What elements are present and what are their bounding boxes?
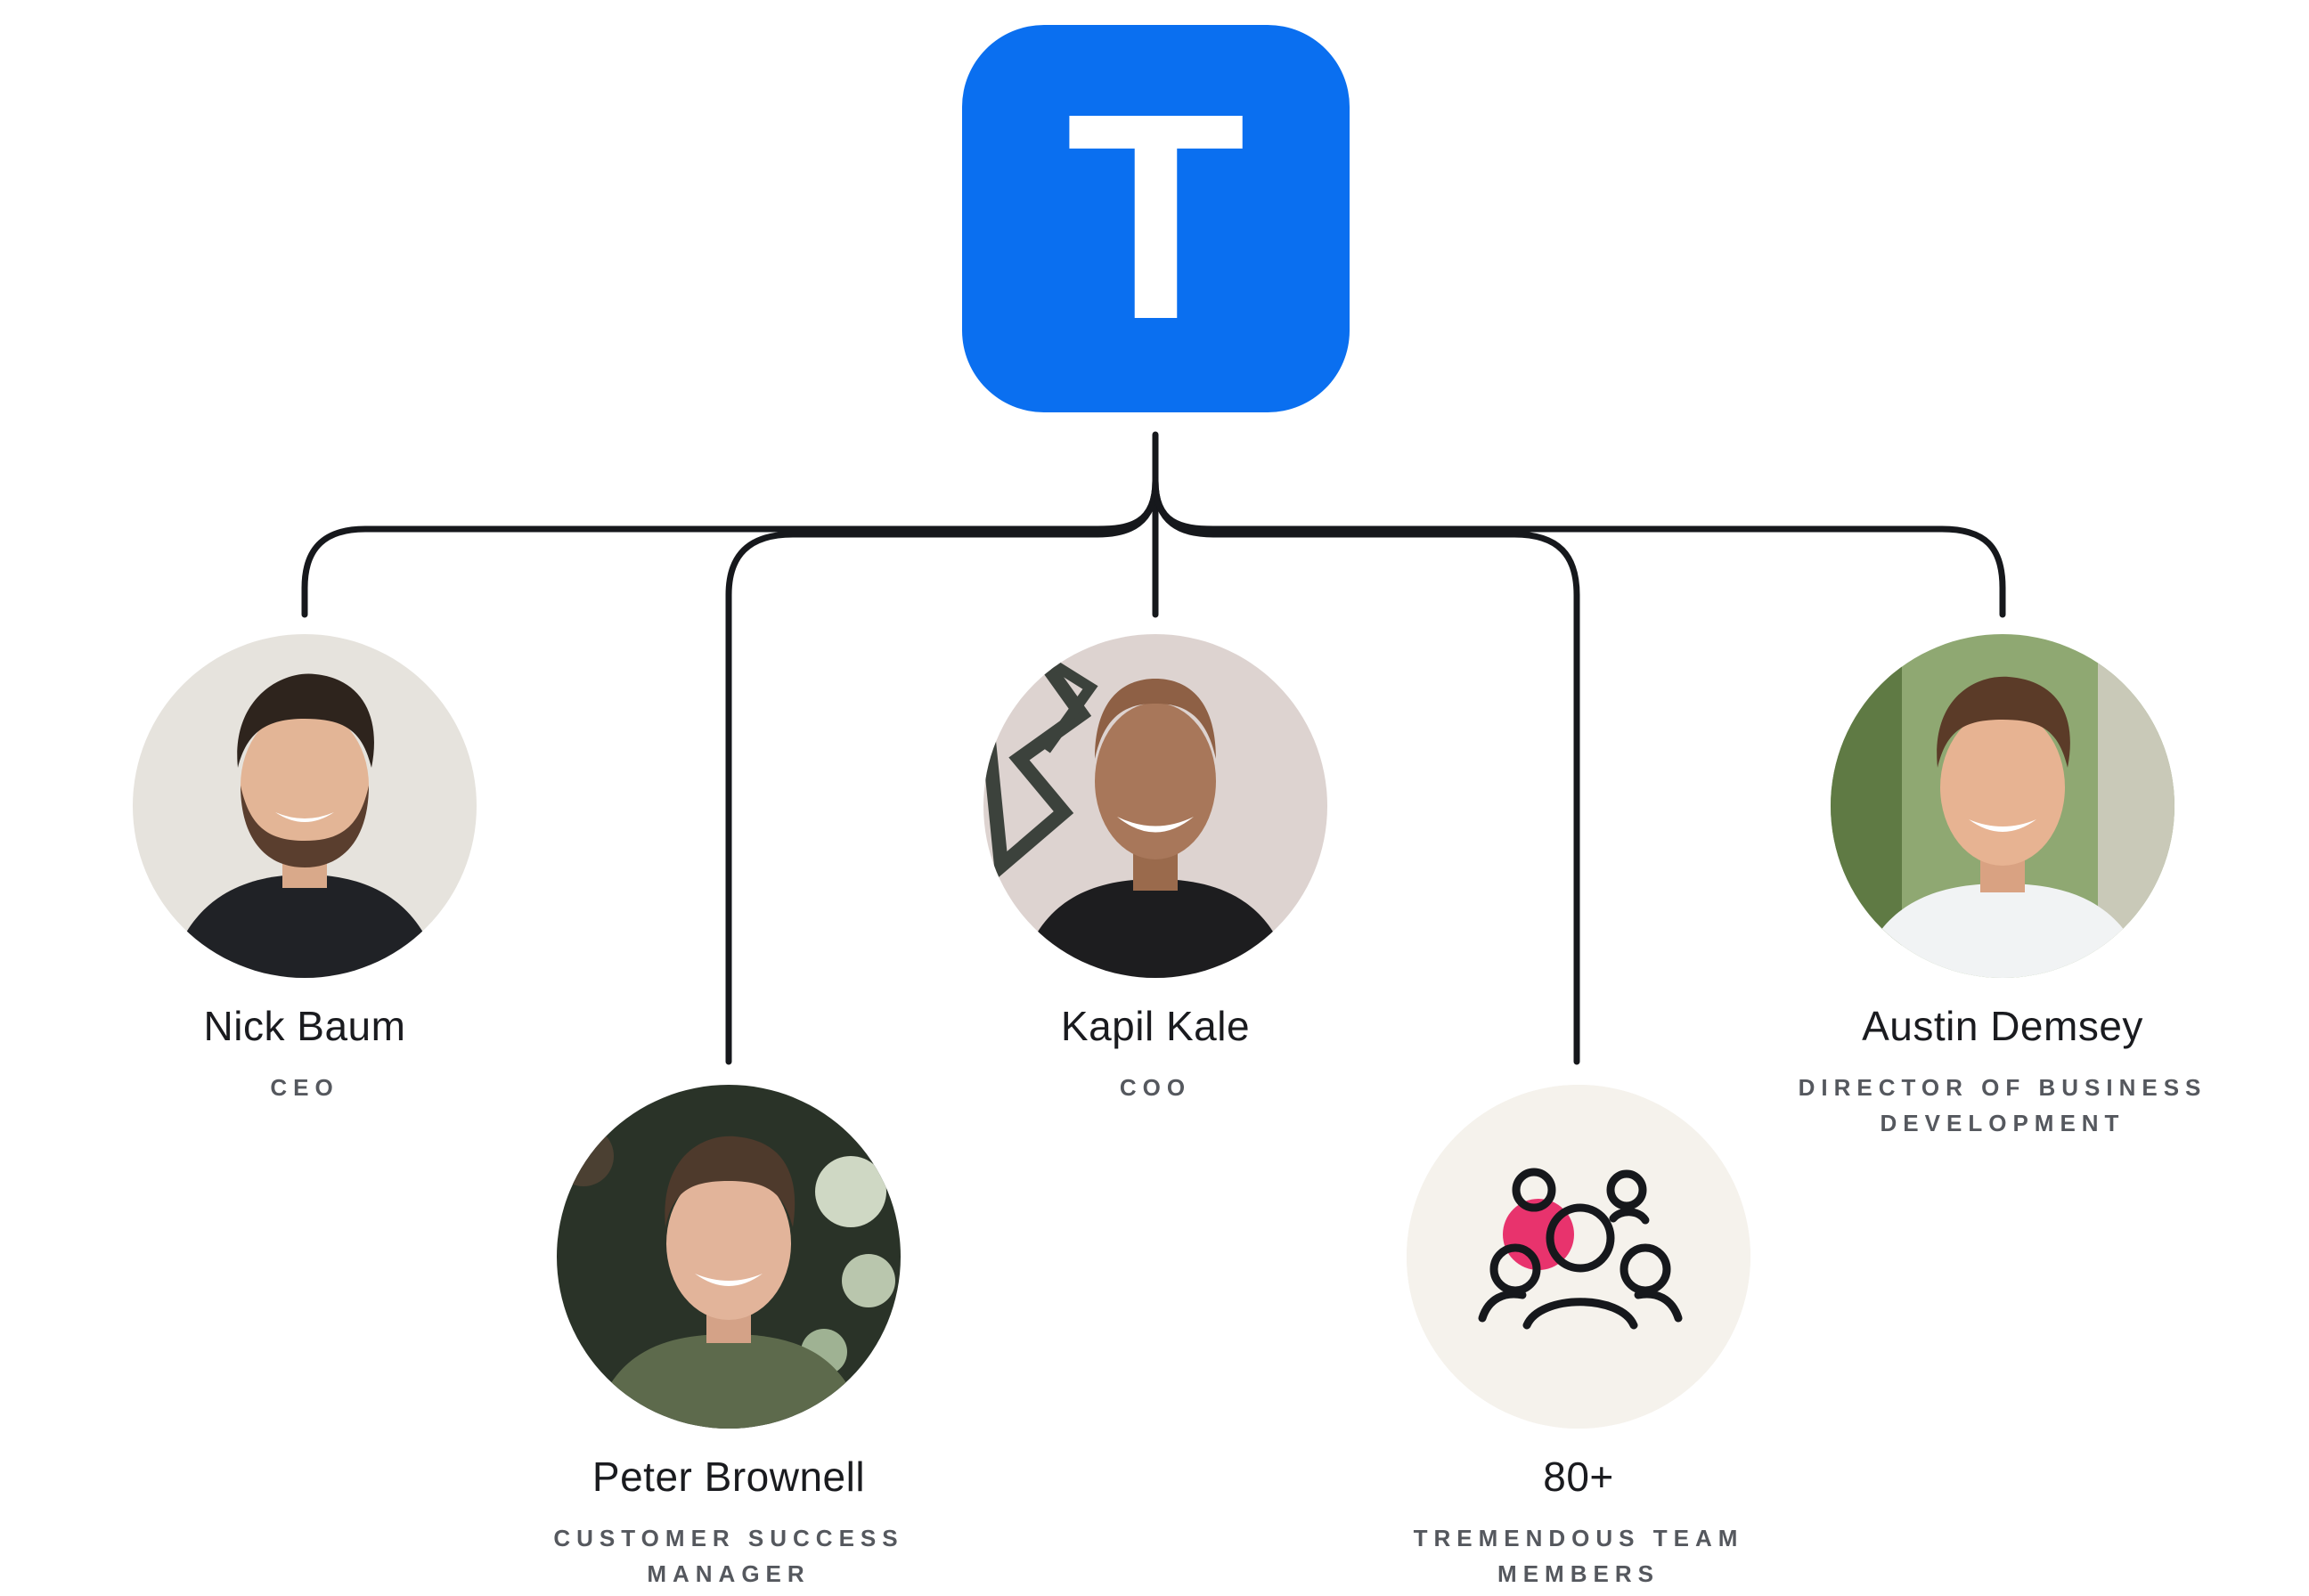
member-peter-brownell: Peter Brownell CUSTOMER SUCCESS MANAGER bbox=[497, 1085, 960, 1592]
member-role: TREMENDOUS TEAM MEMBERS bbox=[1413, 1524, 1744, 1587]
member-team: 80+ TREMENDOUS TEAM MEMBERS bbox=[1347, 1085, 1810, 1592]
avatar-nick-baum bbox=[133, 634, 477, 978]
member-name: Peter Brownell bbox=[592, 1454, 866, 1500]
portrait-photo-icon bbox=[133, 634, 477, 978]
member-kapil-kale: Kapil Kale COO bbox=[924, 634, 1387, 1105]
member-austin-demsey: Austin Demsey DIRECTOR OF BUSINESS DEVEL… bbox=[1771, 634, 2234, 1141]
portrait-photo-icon bbox=[557, 1085, 901, 1429]
avatar-kapil-kale bbox=[983, 634, 1327, 978]
member-name: Nick Baum bbox=[203, 1003, 406, 1049]
member-name: Austin Demsey bbox=[1862, 1003, 2143, 1049]
tremendous-logo: T bbox=[962, 25, 1350, 412]
avatar-team bbox=[1407, 1085, 1750, 1429]
avatar-austin-demsey bbox=[1831, 634, 2174, 978]
member-name: Kapil Kale bbox=[1060, 1003, 1251, 1049]
avatar-peter-brownell bbox=[557, 1085, 901, 1429]
member-role: DIRECTOR OF BUSINESS DEVELOPMENT bbox=[1798, 1073, 2207, 1136]
logo-letter: T bbox=[1065, 51, 1246, 380]
member-role: CEO bbox=[270, 1073, 339, 1101]
connector-austin-demsey bbox=[1152, 477, 2006, 618]
member-role: CUSTOMER SUCCESS MANAGER bbox=[553, 1524, 904, 1587]
connector-nick-baum bbox=[301, 477, 1159, 618]
member-name: 80+ bbox=[1543, 1454, 1614, 1500]
team-group-icon bbox=[1407, 1085, 1750, 1429]
member-nick-baum: Nick Baum CEO bbox=[73, 634, 536, 1105]
portrait-photo-icon bbox=[1831, 634, 2174, 978]
portrait-photo-icon bbox=[983, 634, 1327, 978]
member-role: COO bbox=[1119, 1073, 1192, 1101]
